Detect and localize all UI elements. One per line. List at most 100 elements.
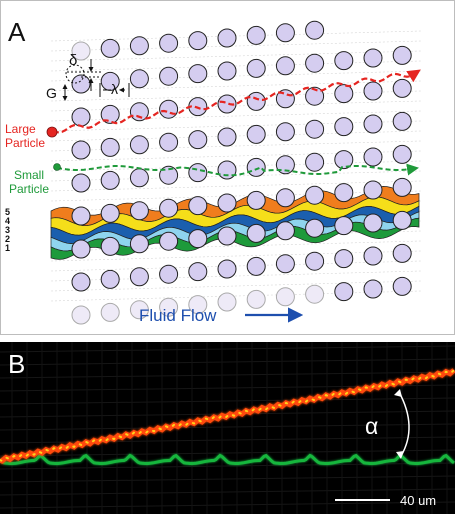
texture-line — [0, 397, 455, 405]
post — [159, 33, 179, 53]
post — [275, 188, 295, 208]
post — [188, 295, 208, 315]
stream-number-1: 1 — [5, 243, 10, 253]
post — [217, 193, 237, 213]
grid-line — [50, 60, 422, 72]
panel-b-label: B — [8, 349, 25, 379]
post — [188, 262, 208, 282]
grid-line — [50, 50, 422, 62]
post — [188, 229, 208, 249]
stream-number-3: 3 — [5, 225, 10, 235]
post — [334, 150, 354, 170]
post — [363, 147, 383, 167]
post — [392, 144, 412, 164]
post — [392, 210, 412, 230]
post — [246, 58, 266, 78]
post — [363, 213, 383, 233]
post — [363, 81, 383, 101]
post — [334, 249, 354, 269]
panel-b-micrograph: α 40 um B — [0, 342, 455, 514]
post — [305, 218, 325, 238]
angle-arrowhead-top — [394, 389, 402, 397]
post — [305, 251, 325, 271]
post — [363, 279, 383, 299]
post — [159, 66, 179, 86]
texture-line — [0, 345, 455, 353]
post — [217, 259, 237, 279]
post — [363, 180, 383, 200]
post — [275, 221, 295, 241]
reference-post-outline — [65, 64, 85, 84]
post — [159, 165, 179, 185]
post — [100, 302, 120, 322]
texture-line — [0, 475, 455, 483]
scale-bar-label: 40 um — [400, 493, 436, 508]
micrograph-background — [0, 342, 455, 514]
post — [392, 45, 412, 65]
post — [71, 140, 91, 160]
post — [100, 203, 120, 223]
post — [129, 135, 149, 155]
delta-symbol: δ — [69, 52, 77, 69]
angle-arc — [398, 391, 410, 457]
post-array — [71, 20, 412, 325]
post — [363, 114, 383, 134]
texture-line — [0, 436, 455, 444]
post — [275, 254, 295, 274]
small-particle-trace — [0, 453, 455, 465]
post — [334, 183, 354, 203]
texture-line — [0, 449, 455, 457]
post — [100, 170, 120, 190]
post — [129, 234, 149, 254]
post — [71, 107, 91, 127]
post — [188, 130, 208, 150]
post — [392, 276, 412, 296]
post — [275, 122, 295, 142]
post — [217, 28, 237, 48]
post — [275, 23, 295, 43]
grid-line — [50, 160, 422, 172]
post — [217, 94, 237, 114]
post — [71, 173, 91, 193]
post — [305, 86, 325, 106]
post — [129, 201, 149, 221]
large-particle-bright-points — [0, 369, 455, 463]
post — [305, 119, 325, 139]
stream-numbers: 5 4 3 2 1 — [5, 207, 10, 253]
post — [129, 168, 149, 188]
texture-line — [0, 423, 455, 431]
post — [71, 272, 91, 292]
post — [188, 196, 208, 216]
post — [188, 163, 208, 183]
post — [188, 64, 208, 84]
grid-line — [50, 120, 422, 132]
small-particle-label-line2: Particle — [9, 182, 49, 196]
post — [246, 124, 266, 144]
post — [100, 236, 120, 256]
large-particle-path — [52, 69, 421, 134]
small-particle — [53, 163, 61, 171]
stream-number-4: 4 — [5, 216, 10, 226]
angle-arrowhead-bottom — [396, 451, 404, 459]
small-particle-path — [56, 163, 419, 177]
post — [217, 127, 237, 147]
grid-line — [50, 150, 422, 162]
post — [246, 157, 266, 177]
post — [159, 297, 179, 317]
post — [246, 25, 266, 45]
post — [100, 104, 120, 124]
large-particle-label-line2: Particle — [5, 136, 45, 150]
panel-a-label: A — [8, 17, 26, 47]
post — [305, 185, 325, 205]
post — [246, 91, 266, 111]
small-particle-label-line1: Small — [14, 168, 44, 182]
post — [392, 177, 412, 197]
lambda-symbol: λ — [111, 81, 118, 97]
panel-a: 5 4 3 2 1 A δ G λ Large Particle Small P… — [0, 0, 455, 335]
post — [217, 160, 237, 180]
post — [71, 239, 91, 259]
post — [246, 289, 266, 309]
post — [100, 269, 120, 289]
post — [71, 305, 91, 325]
stream-number-2: 2 — [5, 234, 10, 244]
